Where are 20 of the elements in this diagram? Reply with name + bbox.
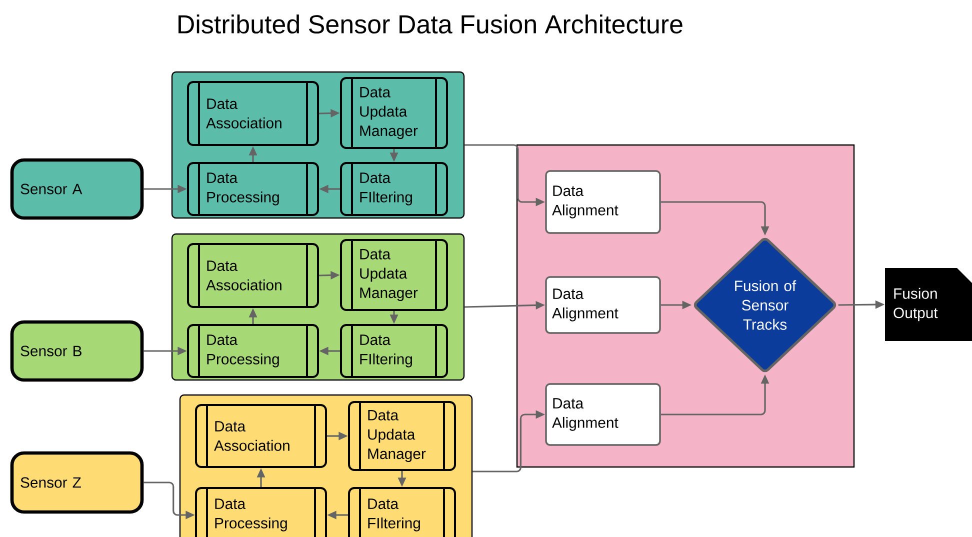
output-box: Fusion Output xyxy=(885,268,972,341)
alignment-box: Data Alignment xyxy=(545,170,661,234)
alignment-box: Data Alignment xyxy=(545,276,661,334)
process-box: Data Processing xyxy=(195,486,327,537)
sensor-box: Sensor B xyxy=(10,320,144,382)
process-box: Data Updata Manager xyxy=(340,238,448,312)
process-box: Data Association xyxy=(195,403,327,469)
alignment-box: Data Alignment xyxy=(545,383,661,446)
process-box: Data Updata Manager xyxy=(348,400,456,472)
sensor-box: Sensor A xyxy=(10,158,144,220)
process-box: Data Association xyxy=(187,242,319,309)
process-box: Data FIltering xyxy=(340,323,448,379)
sensor-box: Sensor Z xyxy=(10,451,144,514)
title: Distributed Sensor Data Fusion Architecture xyxy=(178,14,682,34)
process-box: Data Processing xyxy=(187,323,319,379)
process-box: Data Updata Manager xyxy=(340,76,448,150)
process-box: Data Processing xyxy=(187,161,319,217)
process-box: Data FIltering xyxy=(340,161,448,217)
process-box: Data Association xyxy=(187,80,319,147)
process-box: Data FIltering xyxy=(348,486,456,537)
